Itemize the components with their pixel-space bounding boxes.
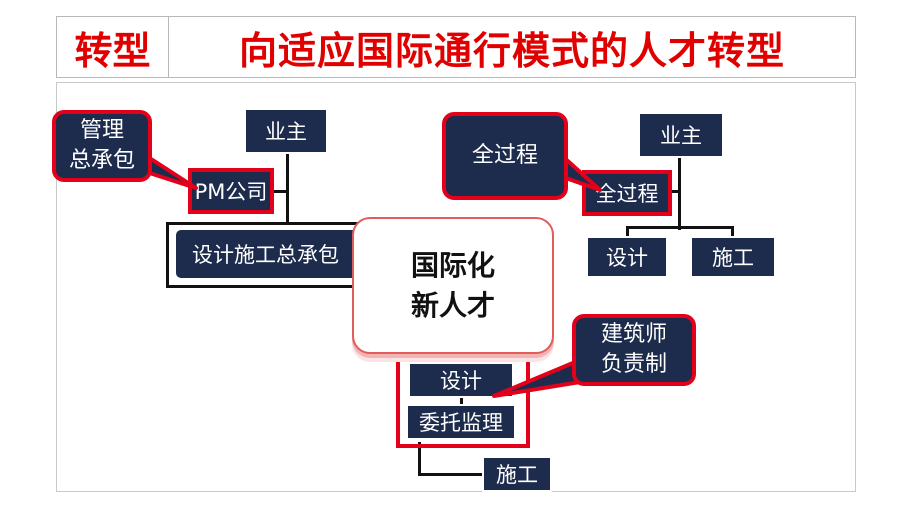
connector-line [731, 226, 734, 238]
pm-company-box: PM公司 [188, 168, 274, 214]
design-build-box: 设计施工总承包 [174, 228, 360, 280]
header-tag: 转型 [56, 16, 168, 78]
architect-responsibility-frame [396, 356, 530, 448]
connector-line [418, 473, 484, 476]
whole-process-box: 全过程 [582, 170, 672, 216]
content-frame [56, 82, 856, 492]
connector-line [272, 190, 288, 193]
international-talent-card: 国际化 新人才 [352, 217, 554, 354]
bottom-construction-box: 施工 [482, 456, 552, 492]
right-construction-box: 施工 [690, 236, 776, 278]
bottom-design-box: 设计 [408, 362, 514, 398]
architect-responsibility-callout: 建筑师 负责制 [572, 314, 696, 386]
connector-line [626, 226, 629, 238]
design-build-label: 设计施工总承包 [192, 243, 339, 267]
connector-line [418, 442, 421, 476]
connector-line [626, 226, 734, 229]
connector-line [460, 396, 463, 406]
dnb-outer-frame [166, 222, 362, 288]
whole-process-callout: 全过程 [442, 112, 568, 200]
supervision-box: 委托监理 [406, 404, 516, 440]
connector-line [666, 190, 680, 193]
management-contracting-callout: 管理 总承包 [52, 110, 152, 182]
left-owner-box: 业主 [244, 108, 328, 154]
right-owner-box: 业主 [638, 112, 724, 158]
connector-line [286, 152, 289, 222]
right-design-box: 设计 [586, 236, 668, 278]
page-title: 向适应国际通行模式的人才转型 [168, 16, 856, 78]
